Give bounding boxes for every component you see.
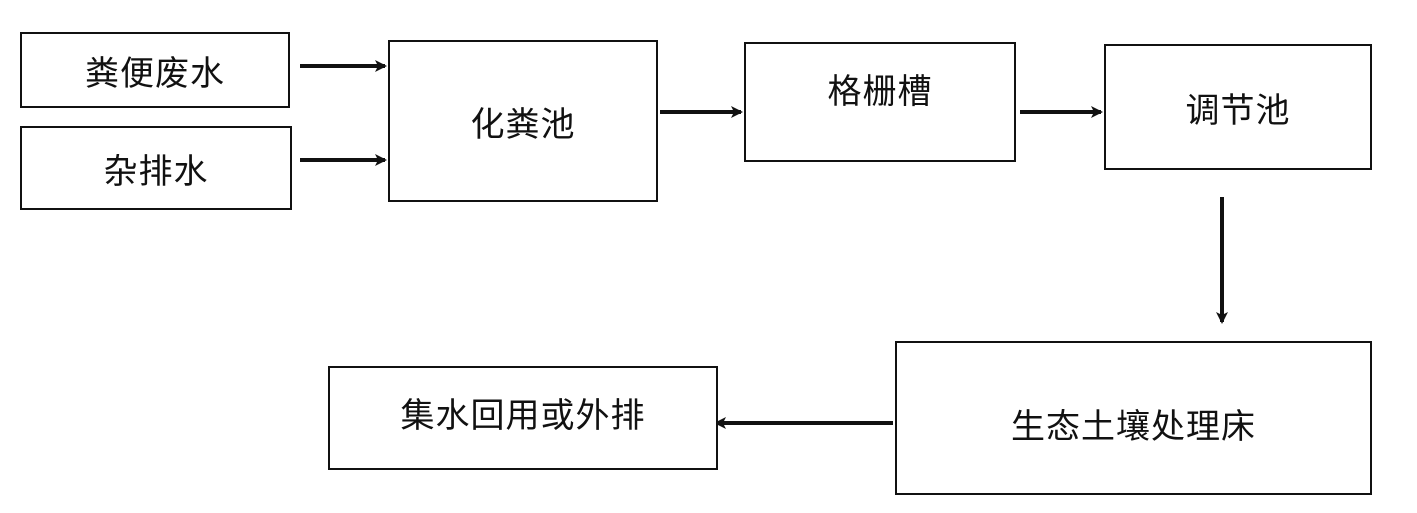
node-eco-soil-bed-label: 生态土壤处理床 [1011,406,1256,447]
node-regulating-tank-label: 调节池 [1185,90,1291,131]
node-collect-reuse-label: 集水回用或外排 [400,395,646,436]
node-grille-tank-label: 格栅槽 [827,71,933,112]
node-fecal-wastewater: 粪便废水 [20,32,290,108]
node-septic-tank-label: 化粪池 [470,104,576,145]
node-regulating-tank: 调节池 [1104,44,1372,170]
node-misc-drainage: 杂排水 [20,126,292,210]
node-misc-drainage-label: 杂排水 [103,151,209,192]
node-eco-soil-bed: 生态土壤处理床 [895,341,1372,495]
node-fecal-wastewater-label: 粪便废水 [85,53,225,94]
node-collect-reuse: 集水回用或外排 [328,366,718,470]
node-septic-tank: 化粪池 [388,40,658,202]
node-grille-tank: 格栅槽 [744,42,1016,162]
